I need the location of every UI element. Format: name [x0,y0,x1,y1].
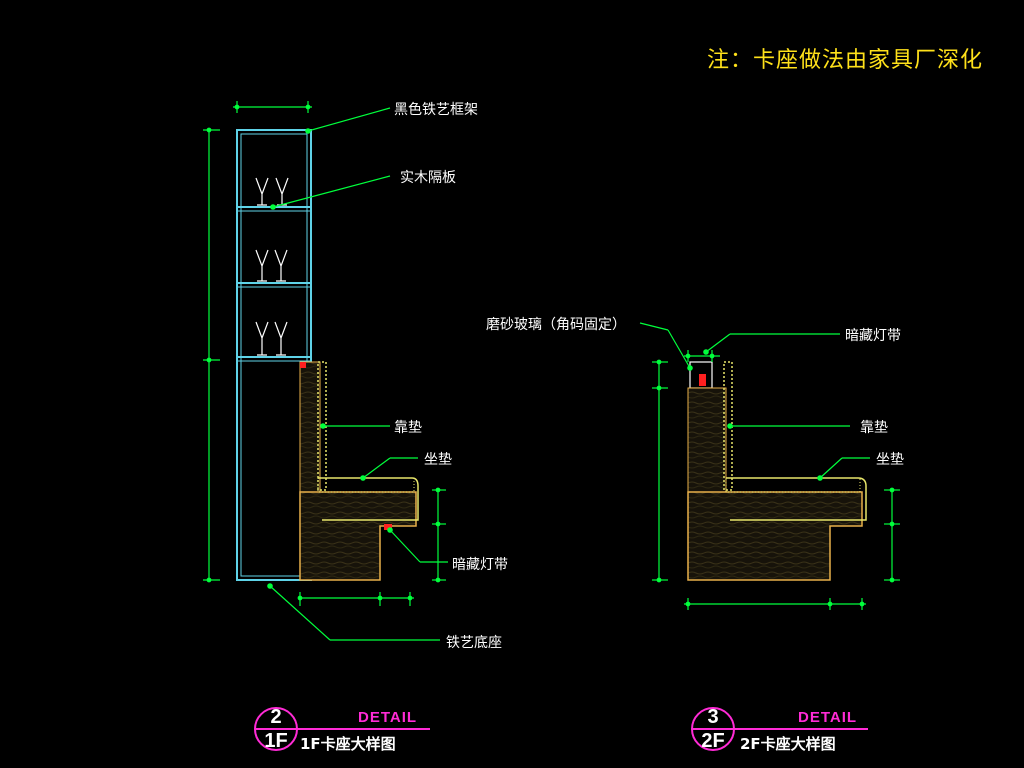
label-iron-base: 铁艺底座 [446,635,502,651]
detail-1-floor: 1F [264,730,288,752]
led-strip-1f [384,524,392,530]
detail-1f-elevation [236,129,419,581]
detail-1-word: DETAIL [358,709,418,726]
seat-base-1f [299,491,417,581]
label-wood-shelf: 实木隔板 [400,170,456,186]
detail-1-title: 1F卡座大样图 [300,735,396,753]
wine-glasses [255,177,289,356]
detail-symbol-1 [254,707,430,751]
label-back-cushion-2f: 靠垫 [860,420,888,436]
label-led-strip-1f: 暗藏灯带 [452,557,508,573]
label-seat-cushion-1f: 坐垫 [424,452,452,468]
label-seat-cushion-2f: 坐垫 [876,452,904,468]
detail-2f-leaders [639,322,870,481]
seat-cushion-1f [318,477,419,521]
detail-2-title: 2F卡座大样图 [740,735,836,753]
detail-symbol-2 [691,707,868,751]
detail-2-word: DETAIL [798,709,858,726]
detail-1f-leaders [267,107,448,641]
label-iron-frame: 黑色铁艺框架 [394,102,478,118]
detail-2f-elevation [687,361,867,581]
detail-2-floor: 2F [701,730,725,752]
detail-1f-dimensions [203,101,446,606]
label-back-cushion-1f: 靠垫 [394,420,422,436]
note-text: 注：卡座做法由家具厂深化 [707,48,984,73]
detail-2-number: 3 [707,706,719,728]
detail-1-number: 2 [270,706,282,728]
seat-base-2f [687,491,863,581]
detail-2f-dimensions [652,350,900,610]
label-frosted-glass: 磨砂玻璃（角码固定） [486,317,626,333]
label-led-strip-2f: 暗藏灯带 [845,328,901,344]
iron-frame [236,129,312,581]
